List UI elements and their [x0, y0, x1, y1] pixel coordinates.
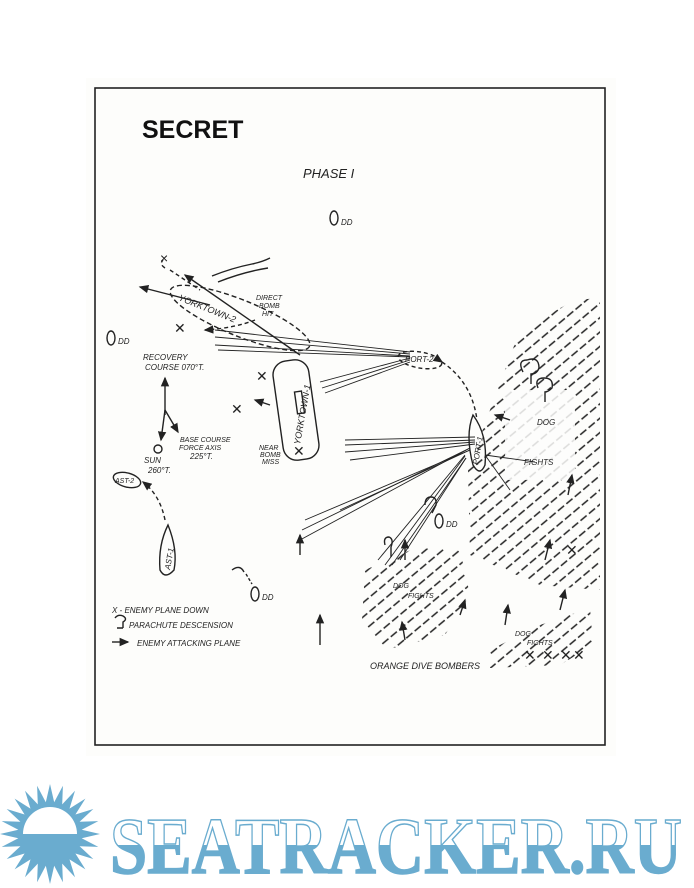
svg-text:BOMB: BOMB	[260, 452, 281, 459]
svg-text:✕: ✕	[256, 368, 268, 384]
enemy-attacking-planes	[253, 398, 575, 645]
dogfight-label-center: DOG FIGHTS	[393, 583, 434, 600]
svg-text:NEAR: NEAR	[259, 445, 278, 452]
svg-text:×: ×	[160, 250, 168, 266]
classification-stamp: SECRET	[142, 116, 243, 144]
svg-text:RECOVERY: RECOVERY	[143, 353, 188, 362]
svg-text:DD: DD	[262, 593, 274, 602]
svg-text:AST-1: AST-1	[163, 547, 176, 571]
sun-icon	[153, 444, 163, 454]
document-border	[94, 87, 606, 746]
destroyer-marker-top: DD	[329, 210, 353, 227]
svg-text:DOG: DOG	[515, 631, 532, 638]
astoria-2-position: AST-2	[112, 471, 166, 521]
dogfight-label-right: DOG FIGHTS	[524, 418, 555, 467]
svg-text:COURSE 070°T.: COURSE 070°T.	[145, 363, 204, 372]
watermark-text: SEATRACKER.RU	[110, 803, 682, 888]
seatracker-watermark: SEATRACKER.RU	[0, 784, 683, 888]
svg-text:✕: ✕	[293, 443, 305, 459]
battle-diagram: SECRET PHASE I DD DD DD DD YORKTOWN-2	[94, 87, 606, 746]
svg-text:✕: ✕	[573, 647, 585, 663]
portland-2-position: PORT-2	[397, 350, 478, 421]
svg-text:DD: DD	[341, 218, 353, 227]
svg-text:✕: ✕	[542, 647, 554, 663]
svg-text:HIT: HIT	[262, 311, 274, 318]
dogfight-region-bottom	[490, 608, 593, 668]
svg-text:FIGHTS: FIGHTS	[527, 640, 553, 647]
parachutes	[383, 358, 554, 557]
legend: X - ENEMY PLANE DOWN PARACHUTE DESCENSIO…	[111, 606, 241, 648]
svg-text:MISS: MISS	[262, 459, 279, 466]
destroyer-marker-center: DD	[434, 513, 458, 529]
legend-parachute: PARACHUTE DESCENSION	[129, 621, 233, 630]
attack-lines	[214, 329, 536, 566]
astoria-1-ship: AST-1	[158, 523, 176, 576]
svg-text:BOMB: BOMB	[259, 303, 280, 310]
svg-text:AST-2: AST-2	[114, 478, 134, 485]
svg-text:BASE COURSE: BASE COURSE	[180, 437, 231, 444]
enemy-planes-down: ×✕✕ ✕✕✕ ✕✕✕✕	[160, 250, 585, 663]
phase-title: PHASE I	[303, 166, 355, 181]
svg-text:✕: ✕	[524, 647, 536, 663]
dogfight-label-bottom: DOG FIGHTS	[515, 631, 553, 647]
svg-text:DD: DD	[118, 337, 130, 346]
svg-text:225°T.: 225°T.	[189, 452, 213, 461]
legend-attacking-plane: ENEMY ATTACKING PLANE	[137, 639, 241, 648]
dogfight-region-center	[362, 548, 470, 650]
svg-text:DIRECT: DIRECT	[256, 295, 283, 302]
svg-text:FIGHTS: FIGHTS	[408, 593, 434, 600]
svg-text:✕: ✕	[566, 542, 578, 558]
svg-text:DOG: DOG	[393, 583, 410, 590]
course-indicator: RECOVERY COURSE 070°T. BASE COURSE FORCE…	[143, 353, 231, 475]
legend-plane-down: X - ENEMY PLANE DOWN	[111, 606, 209, 615]
svg-text:260°T.: 260°T.	[147, 466, 171, 475]
svg-text:✕: ✕	[231, 401, 243, 417]
sun-logo-icon	[0, 784, 100, 884]
orange-dive-bombers-label: ORANGE DIVE BOMBERS	[370, 661, 480, 671]
svg-text:DOG: DOG	[537, 418, 555, 427]
svg-text:✕: ✕	[174, 320, 186, 336]
svg-text:PORT-2: PORT-2	[405, 355, 434, 364]
svg-text:FIGHTS: FIGHTS	[524, 458, 554, 467]
svg-text:✕: ✕	[560, 647, 572, 663]
svg-text:FORCE AXIS: FORCE AXIS	[179, 445, 221, 452]
svg-text:DD: DD	[446, 520, 458, 529]
parachute-icon	[114, 614, 127, 629]
svg-text:SUN: SUN	[144, 456, 161, 465]
destroyer-marker-left: DD	[106, 330, 130, 346]
destroyer-marker-bottom: DD	[231, 566, 274, 602]
